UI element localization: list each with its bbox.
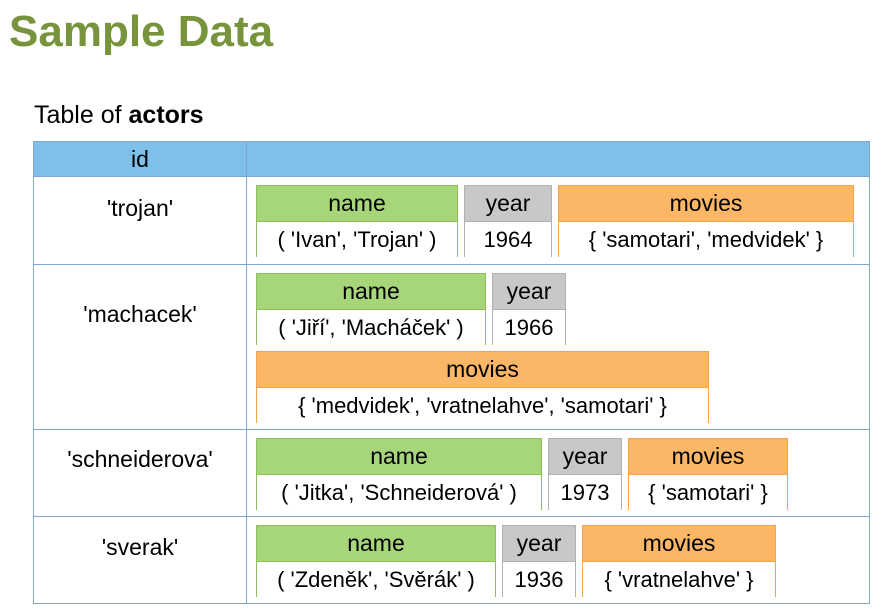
movies-column: movies { 'samotari' } bbox=[628, 438, 788, 510]
caption-prefix: Table of bbox=[34, 101, 129, 129]
column-label: name bbox=[257, 186, 457, 221]
column-label: movies bbox=[257, 352, 708, 387]
movies-column: movies { 'vratnelahve' } bbox=[582, 525, 776, 597]
column-value: { 'medvidek', 'vratnelahve', 'samotari' … bbox=[257, 387, 708, 423]
caption-table-name: actors bbox=[128, 101, 204, 129]
column-divider bbox=[246, 142, 247, 603]
column-label: movies bbox=[583, 526, 775, 561]
column-value: { 'samotari' } bbox=[629, 474, 787, 510]
row-divider bbox=[34, 429, 869, 430]
column-value: { 'samotari', 'medvidek' } bbox=[559, 221, 853, 257]
name-column: name ( 'Ivan', 'Trojan' ) bbox=[256, 185, 458, 257]
row-key: 'schneiderova' bbox=[67, 446, 213, 472]
column-value: { 'vratnelahve' } bbox=[583, 561, 775, 597]
column-label: movies bbox=[629, 439, 787, 474]
table-header bbox=[34, 142, 869, 176]
row-key: 'sverak' bbox=[101, 534, 179, 560]
column-label: year bbox=[465, 186, 551, 221]
column-value: ( 'Jiří', 'Macháček' ) bbox=[257, 309, 485, 345]
column-label: year bbox=[549, 439, 621, 474]
column-label: name bbox=[257, 526, 495, 561]
column-value: ( 'Jitka', 'Schneiderová' ) bbox=[257, 474, 541, 510]
column-label: name bbox=[257, 439, 541, 474]
column-value: ( 'Ivan', 'Trojan' ) bbox=[257, 221, 457, 257]
column-value: 1936 bbox=[503, 561, 575, 597]
row-divider bbox=[34, 176, 869, 177]
column-label: year bbox=[503, 526, 575, 561]
movies-column: movies { 'medvidek', 'vratnelahve', 'sam… bbox=[256, 351, 709, 423]
column-value: 1973 bbox=[549, 474, 621, 510]
row-key: 'machacek' bbox=[83, 301, 197, 327]
column-value: 1966 bbox=[493, 309, 565, 345]
year-column: year 1936 bbox=[502, 525, 576, 597]
header-id: id bbox=[131, 146, 149, 172]
column-label: name bbox=[257, 274, 485, 309]
column-value: ( 'Zdeněk', 'Svěrák' ) bbox=[257, 561, 495, 597]
table-caption: Table of actors bbox=[34, 99, 204, 131]
actors-table: id 'trojan' name ( 'Ivan', 'Trojan' ) ye… bbox=[33, 141, 870, 604]
name-column: name ( 'Jitka', 'Schneiderová' ) bbox=[256, 438, 542, 510]
page-title: Sample Data bbox=[9, 7, 274, 56]
name-column: name ( 'Jiří', 'Macháček' ) bbox=[256, 273, 486, 345]
year-column: year 1964 bbox=[464, 185, 552, 257]
year-column: year 1973 bbox=[548, 438, 622, 510]
row-divider bbox=[34, 516, 869, 517]
column-label: movies bbox=[559, 186, 853, 221]
column-value: 1964 bbox=[465, 221, 551, 257]
year-column: year 1966 bbox=[492, 273, 566, 345]
movies-column: movies { 'samotari', 'medvidek' } bbox=[558, 185, 854, 257]
row-key: 'trojan' bbox=[106, 195, 174, 221]
name-column: name ( 'Zdeněk', 'Svěrák' ) bbox=[256, 525, 496, 597]
column-label: year bbox=[493, 274, 565, 309]
row-divider bbox=[34, 264, 869, 265]
